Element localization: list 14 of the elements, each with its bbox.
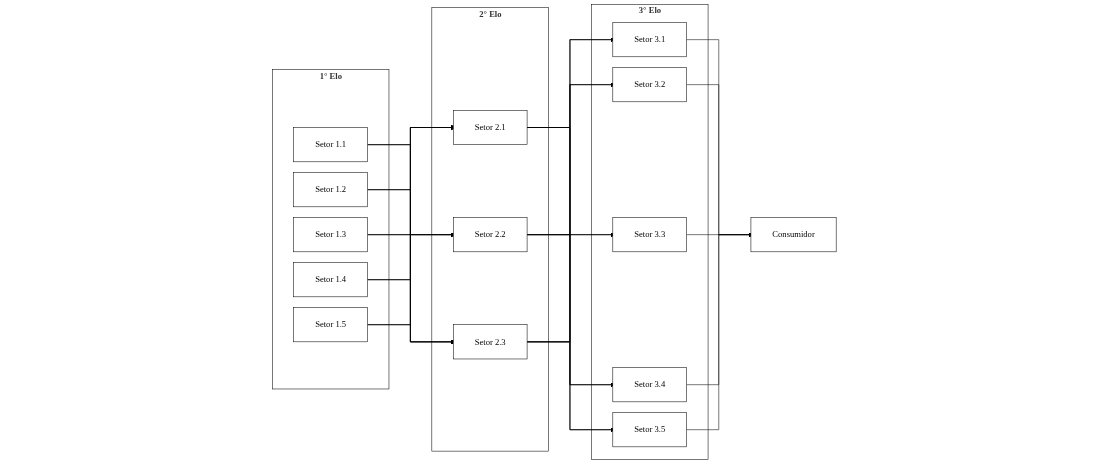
node-box: Setor 1.5 [293, 307, 369, 343]
node-box: Setor 1.1 [293, 127, 369, 163]
node-box: Setor 3.3 [612, 217, 688, 253]
node-box: Setor 2.3 [453, 324, 528, 360]
node-box: Setor 1.3 [293, 217, 369, 253]
node-box: Consumidor [750, 217, 837, 253]
node-box: Setor 3.5 [612, 412, 688, 448]
node-box: Setor 3.1 [612, 22, 688, 58]
node-box: Setor 3.4 [612, 367, 688, 403]
node-box: Setor 2.2 [453, 217, 528, 253]
node-box: Setor 3.2 [612, 67, 688, 103]
node-box: Setor 1.2 [293, 172, 369, 208]
node-box: Setor 2.1 [453, 110, 528, 145]
node-box: Setor 1.4 [293, 262, 369, 298]
